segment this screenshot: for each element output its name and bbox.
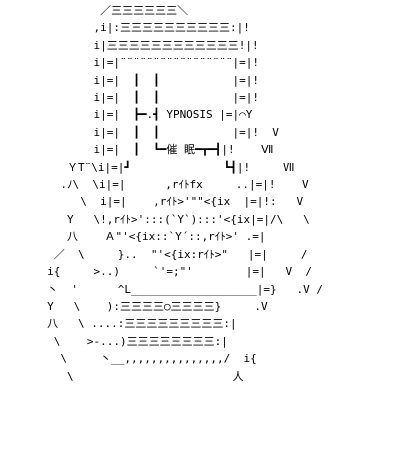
ascii-art-line: .ﾉ\ \i|=| ,rｲﾄfx ..|=|! V <box>14 178 309 192</box>
ascii-art-line: 八 Ａ"'<{ix::`Y´::,rｲﾄ>' .=| <box>14 230 266 244</box>
ascii-art-line: ,i|:三三三三三三三三三三:|! <box>14 21 250 35</box>
ascii-art-line: i|三三三三三三三三三三三三!|! <box>14 38 259 52</box>
ascii-art-line: i|=|¨¨¨¨¨¨¨¨¨¨¨¨¨¨¨¨¨|=|! <box>14 56 260 70</box>
ascii-art-line: \ i|=| ,rｲﾄ>'""<{ix |=|!: V <box>14 195 304 209</box>
ascii-art-line: 八 \ ....:三三三三三三三三三:| <box>14 317 237 331</box>
ascii-art-line: i|=| ┃ ┃ |=|! <box>14 91 260 105</box>
ascii-art-line: \ >-...)三三三三三三三三:| <box>14 334 228 348</box>
ascii-art-line: Y \ ):三三三三○三三三三} .V <box>14 299 268 313</box>
ascii-art-line: i|=| ┃ ┃ |=|! <box>14 73 260 87</box>
ascii-art-line: i|=| ┃ ┗━催 眠━┳━┫|! Ⅶ <box>14 143 274 157</box>
ascii-art-line: Y \!,rｲﾄ>':::(`Y`):::'<{ix|=|/\ \ <box>14 212 310 226</box>
ascii-art-line: ／三三三三三三＼ <box>14 4 189 17</box>
ascii-art-line: i|=| ┃ ┃ |=|! V <box>14 125 279 139</box>
ascii-art-line: ／ \ }.. "'<{ix:rｲﾄ>" |=| / <box>14 247 308 261</box>
ascii-art-line: i{ >..) `'=;"' |=| V / <box>14 265 313 279</box>
ascii-art-line: \ 丶__,,,,,,,,,,,,,,,/ i{ <box>14 352 257 366</box>
ascii-art-line: i|=| ┣━.┫ YPNOSIS |=|⌒Y <box>14 108 253 122</box>
ascii-art-line: 丶 ' ^L___________________|=} .V / <box>14 282 324 296</box>
ascii-art-text: ／三三三三三三＼ ,i|:三三三三三三三三三三:|! i|三三三三三三三三三三三… <box>14 2 323 385</box>
ascii-art-line: \ 人 <box>14 369 244 383</box>
ascii-art-line: ＹT¨\i|=|┛ ┗┫|! Ⅶ <box>14 160 295 174</box>
